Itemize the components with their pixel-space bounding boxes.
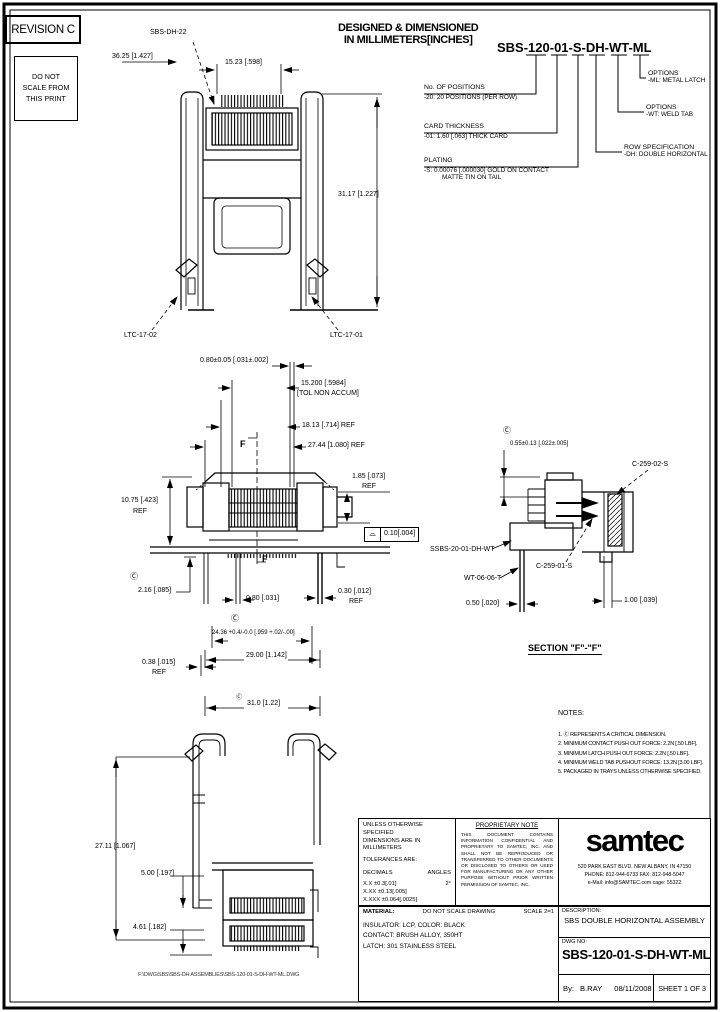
dim-31-0: 31.0 [1.22] <box>247 700 281 707</box>
dim-1-00: 1.00 [.039] <box>624 597 658 604</box>
label-ltc-17-02: LTC-17-02 <box>124 332 157 339</box>
dim-tol-non-accum: [TOL NON ACCUM] <box>297 390 359 397</box>
label-ssbs-20-01-dh-wt: SSBS-20-01-DH-WT <box>430 546 495 553</box>
critical-mark: Ⓒ <box>130 572 138 581</box>
material-line: INSULATOR: LCP, COLOR: BLACK <box>363 922 465 929</box>
label-ltc-17-01: LTC-17-01 <box>330 332 363 339</box>
callout-options-wt: OPTIONS -WT: WELD TAB <box>646 104 693 118</box>
dwg-no-block: DWG NO: SBS-120-01-S-DH-WT-ML <box>558 937 711 975</box>
description-block: DESCRIPTION: SBS DOUBLE HORIZONTAL ASSEM… <box>558 906 711 938</box>
dim-31-17: 31.17 [1.227] <box>338 191 379 198</box>
callout-options-ml: OPTIONS -ML: METAL LATCH <box>648 70 706 84</box>
callout-row-spec: ROW SPECIFICATION -DH: DOUBLE HORIZONTAL <box>624 144 708 158</box>
dim-5-00: 5.00 [.197] <box>141 870 175 877</box>
notes-title: NOTES: <box>558 710 585 717</box>
dim-1-85-ref: REF <box>362 483 376 490</box>
dim-36-25: 36.25 [1.427] <box>112 53 153 60</box>
dim-15-200: 15.200 [.5984] <box>301 380 346 387</box>
proprietary-block: PROPRIETARY NOTE THIS DOCUMENT CONTAINS … <box>455 818 559 906</box>
dim-27-44: 27.44 [1.080] REF <box>308 442 365 449</box>
callout-plating: PLATING -S: 0.00076 [.000030] GOLD ON CO… <box>424 157 549 181</box>
note-item: 4. MINIMUM WELD TAB PUSHOUT FORCE: 13.2N… <box>558 760 703 767</box>
note-item: 5. PACKAGED IN TRAYS UNLESS OTHERWISE SP… <box>558 769 702 776</box>
notes-block: NOTES: 1. Ⓒ REPRESENTS A CRITICAL DIMENS… <box>558 710 710 778</box>
tolerance-block: UNLESS OTHERWISE SPECIFIED DIMENSIONS AR… <box>358 818 456 906</box>
samtec-block: samtec 520 PARK EAST BLVD. NEW ALBANY, I… <box>558 818 711 906</box>
signature-block: By: B.RAY 08/11/2008 SHEET 1 OF 3 <box>558 974 711 1002</box>
dim-27-11: 27.11 [1.067] <box>95 843 136 850</box>
critical-mark: Ⓒ <box>231 614 239 623</box>
dim-0-30-ref: REF <box>349 598 363 605</box>
no-scale-box: DO NOT SCALE FROM THIS PRINT <box>14 56 78 121</box>
dim-0-80-tol: 0.80±0.05 [.031±.002] <box>200 357 269 364</box>
dim-0-38: 0.38 [.015] <box>142 659 176 666</box>
label-c-259-01-s: C-259-01-S <box>536 563 573 570</box>
section-ff-label: SECTION "F"-"F" <box>528 643 602 655</box>
note-item: 3. MINIMUM LATCH PUSH OUT FORCE: 2.2N [.… <box>558 750 690 757</box>
file-path: F:\DWG\SBS\SBS-DH ASSEMBLIES\SBS-120-01-… <box>138 972 300 978</box>
dim-29-00: 29.00 [1.142] <box>246 652 287 659</box>
material-line: LATCH: 301 STAINLESS STEEL <box>363 942 457 950</box>
section-arrow-f-bottom: F <box>262 554 268 564</box>
dim-0-55: 0.55±0.13 [.022±.005] <box>510 441 569 447</box>
gdt-profile-icon: ⌓ <box>365 528 381 541</box>
revision-box: REVISION C <box>5 15 81 44</box>
callout-positions: No. OF POSITIONS -20: 20 POSITIONS (PER … <box>424 84 518 101</box>
gdt-frame: ⌓ 0.10[.004] <box>364 527 420 542</box>
note-item: 2. MINIMUM CONTACT PUSH OUT FORCE: 2.2N … <box>558 741 698 748</box>
material-line: CONTACT: BRUSH ALLOY, 350HT <box>363 932 463 940</box>
dim-1-85: 1.85 [.073] <box>352 473 386 480</box>
critical-mark: Ⓒ <box>503 426 511 435</box>
section-arrow-f-top: F <box>240 439 246 449</box>
dim-24-36: 24.36 +0.4/-0.0 [.959 +.02/-.00] <box>212 630 295 636</box>
label-sbs-dh-22: SBS-DH-22 <box>150 29 187 36</box>
dim-0-80: 0.80 [.031] <box>246 595 280 602</box>
revision-label: REVISION C <box>11 23 75 36</box>
no-scale-text: DO NOT SCALE FROM THIS PRINT <box>22 72 70 103</box>
critical-mark: Ⓒ <box>236 695 243 701</box>
dim-0-38-ref: REF <box>152 669 166 676</box>
material-block: MATERIAL: DO NOT SCALE DRAWING SCALE 2=1… <box>358 906 559 1002</box>
dim-0-30: 0.30 [.012] <box>338 588 372 595</box>
dim-0-50: 0.50 [.020] <box>466 600 500 607</box>
dim-2-16: 2.16 [.085] <box>138 587 172 594</box>
samtec-logo: samtec <box>585 823 685 858</box>
part-number: SBS-120-01-S-DH-WT-ML <box>497 40 652 55</box>
dim-18-13: 18.13 [.714] REF <box>302 422 355 429</box>
dim-15-23: 15.23 [.598] <box>225 59 262 66</box>
dim-4-61: 4.61 [.182] <box>133 924 167 931</box>
label-c-259-02-s: C-259-02-S <box>632 461 669 468</box>
note-item: 1. Ⓒ REPRESENTS A CRITICAL DIMENSION. <box>558 732 667 738</box>
dim-10-75: 10.75 [.423] <box>121 497 158 504</box>
label-wt-06-06-t: WT-06-06-T <box>464 575 502 582</box>
units-note: DESIGNED & DIMENSIONED IN MILLIMETERS[IN… <box>338 22 479 46</box>
dim-10-75-ref: REF <box>133 508 147 515</box>
callout-card-thickness: CARD THICKNESS -01: 1.60 [.063] THICK CA… <box>424 123 508 140</box>
